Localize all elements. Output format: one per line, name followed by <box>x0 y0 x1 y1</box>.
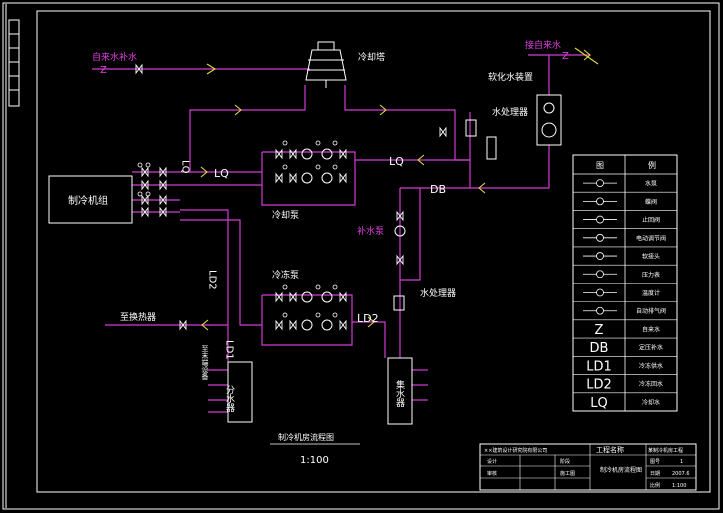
legend-name: 自来水 <box>642 325 660 333</box>
pump-icon <box>394 225 406 237</box>
legend-header-name: 例 <box>648 160 656 170</box>
label-lq-right: LQ <box>389 155 404 168</box>
legend-name: 电动调节阀 <box>636 234 666 242</box>
legend-code: LD2 <box>586 378 612 393</box>
label-to-heat-exchanger: 至换热器 <box>120 311 156 323</box>
legend-code: LQ <box>590 396 607 411</box>
legend-name: 止回阀 <box>642 216 660 224</box>
tb-row-check: 审核 <box>487 470 497 477</box>
tb-project-label: 工程名称 <box>596 445 624 454</box>
pump-icon <box>301 148 313 160</box>
pump-icon <box>301 291 313 303</box>
collector-box <box>387 357 413 425</box>
pump-icon <box>321 148 333 160</box>
refrigeration-unit-box <box>48 175 133 224</box>
tb-grade-value: 施工图 <box>560 470 575 477</box>
label-z-left: Z <box>100 65 107 76</box>
pump-icon <box>321 319 333 331</box>
diagram-labels: 自来水补水 Z 冷却塔 接自来水 Z 软化水装置 水处理器 制冷机组 冷却泵 补… <box>68 39 569 466</box>
legend-name: 自动排气阀 <box>636 307 666 315</box>
cooling-tower-icon <box>305 41 347 88</box>
label-tap-water-right: 接自来水 <box>525 39 561 51</box>
legend-code: LD1 <box>586 359 612 374</box>
tb-row-design: 设计 <box>487 458 497 465</box>
tb-company: ××建筑设计研究院有限公司 <box>484 447 547 454</box>
pipes <box>92 54 590 413</box>
softener-box <box>536 94 562 146</box>
label-lq-mid: LQ <box>214 167 229 180</box>
label-distributor: 分水器 <box>224 385 235 412</box>
legend-name: 定压补水 <box>639 344 663 352</box>
pump-icon <box>321 172 333 184</box>
title-block: ××建筑设计研究院有限公司 工程名称 某制冷机房工程 设计 审核 制冷机房流程图… <box>479 443 697 491</box>
tb-scale-label: 比例 <box>650 482 660 489</box>
tb-date-label: 日期 <box>650 471 660 477</box>
legend-code: Z <box>595 323 604 338</box>
legend-name: 软接头 <box>642 253 660 261</box>
label-ld1: LD1 <box>224 340 235 360</box>
air-vent-icon <box>583 306 617 315</box>
thermometer-icon <box>583 288 617 297</box>
flex-joint-icon <box>583 252 617 260</box>
legend-name: 冷冻供水 <box>639 362 663 370</box>
label-water-treat-mid: 水处理器 <box>420 287 456 299</box>
motor-valve-icon <box>583 233 617 242</box>
label-water-treat-top: 水处理器 <box>492 106 528 118</box>
tb-grade-label: 阶段 <box>560 458 570 465</box>
drawing-scale: 1:100 <box>300 455 329 466</box>
legend-name: 冷冻回水 <box>639 380 663 388</box>
label-refrigeration-unit: 制冷机组 <box>68 194 108 207</box>
tb-project-name: 某制冷机房工程 <box>648 447 683 454</box>
tb-date-value: 2007.6 <box>672 471 690 477</box>
label-collector: 集水器 <box>394 379 405 407</box>
pressure-gauge-icon <box>583 270 617 279</box>
butterfly-valve-icon <box>583 197 617 206</box>
label-distributor-side: 至末端设备 <box>201 345 209 381</box>
legend-name: 水泵 <box>645 180 657 188</box>
flow-arrows <box>200 47 599 331</box>
drawing-title: 制冷机房流程图 <box>278 432 334 442</box>
legend-name: 压力表 <box>642 271 660 279</box>
legend-name: 冷却水 <box>642 398 660 406</box>
tb-sheet-value: 1 <box>680 459 683 465</box>
label-softener: 软化水装置 <box>488 71 533 83</box>
legend-code: DB <box>590 341 609 356</box>
pump-icon <box>321 291 333 303</box>
label-z-right: Z <box>562 51 569 62</box>
expansion-tank-icon <box>486 136 497 160</box>
legend-name: 蝶阀 <box>645 198 657 206</box>
label-db: DB <box>430 183 446 196</box>
tb-scale-value: 1:100 <box>672 483 686 489</box>
equipment <box>48 41 562 425</box>
tb-sheet-label: 图号 <box>650 459 660 465</box>
label-cooling-pump: 冷却泵 <box>272 209 299 221</box>
pumps <box>301 148 406 331</box>
pump-icon <box>301 319 313 331</box>
check-valve-icon <box>583 215 617 224</box>
label-cooling-tower: 冷却塔 <box>358 51 385 63</box>
label-tap-water: 自来水补水 <box>92 51 137 63</box>
label-chilled-pump: 冷冻泵 <box>272 269 299 281</box>
legend-name: 温度计 <box>642 289 660 297</box>
legend-header-symbol: 图 <box>596 161 604 170</box>
gauges <box>137 140 338 318</box>
pump-icon <box>301 172 313 184</box>
pump-icon <box>583 179 617 188</box>
label-ld2-vertical: LD2 <box>207 270 218 290</box>
distributor-box <box>227 361 253 423</box>
label-lq-left: LQ <box>180 160 191 174</box>
label-makeup-pump: 补水泵 <box>357 225 384 237</box>
water-treatment-top-icon <box>465 119 477 137</box>
water-treatment-mid-icon <box>393 295 405 311</box>
tb-drawing-name: 制冷机房流程图 <box>600 466 642 474</box>
valves <box>135 63 447 331</box>
label-ld2-mid: LD2 <box>357 312 379 325</box>
